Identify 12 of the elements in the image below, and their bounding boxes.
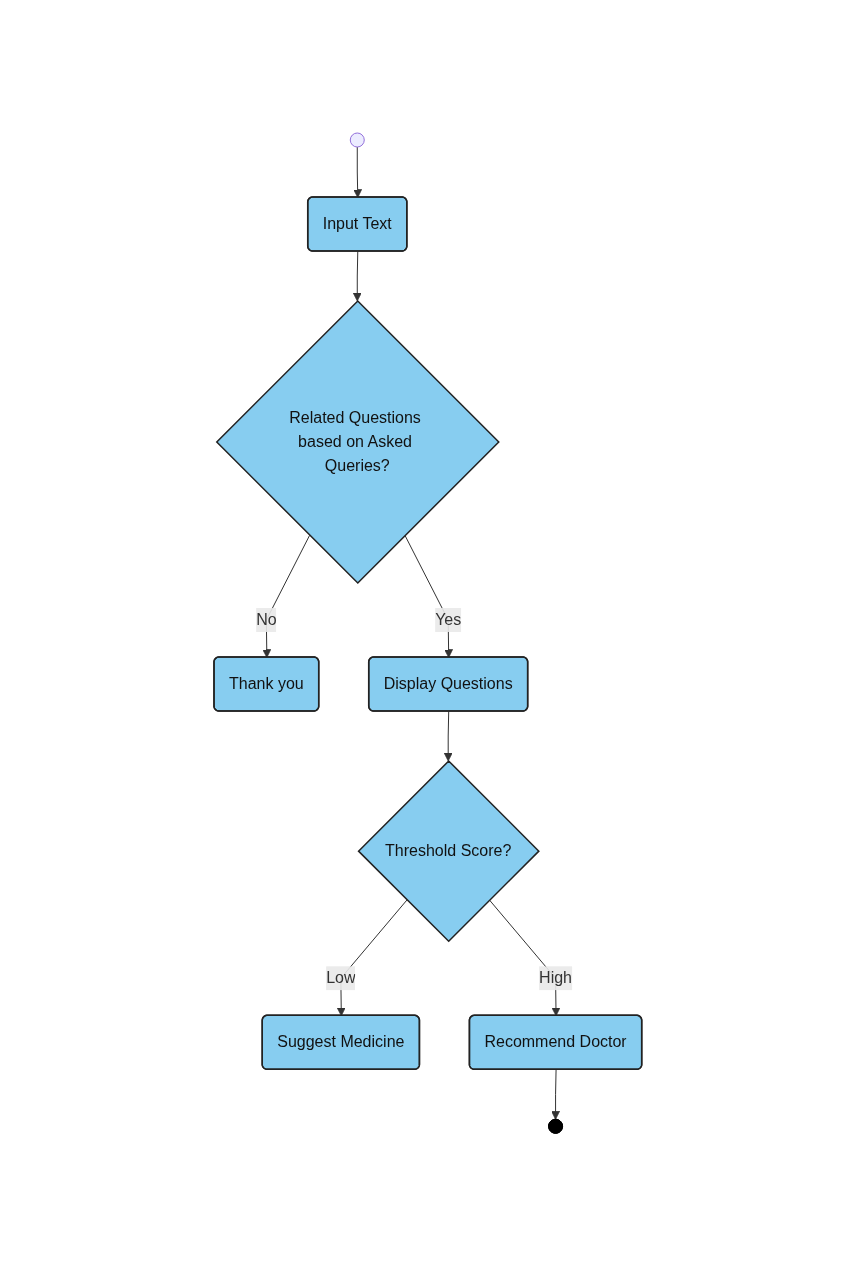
- node-diamond: Threshold Score?: [357, 760, 541, 943]
- arrow: [353, 146, 363, 199]
- node-circle: [349, 132, 365, 148]
- edge-label: No: [256, 611, 277, 629]
- arrow: [353, 251, 362, 302]
- arrow: [443, 711, 453, 762]
- edge-label: Low: [326, 969, 356, 987]
- arrow: [262, 535, 311, 659]
- edge-label: Yes: [435, 611, 462, 629]
- edge-label: High: [539, 969, 573, 987]
- node-diamond: Related Questions based on Asked Queries?: [215, 300, 500, 585]
- arrow: [551, 1069, 561, 1121]
